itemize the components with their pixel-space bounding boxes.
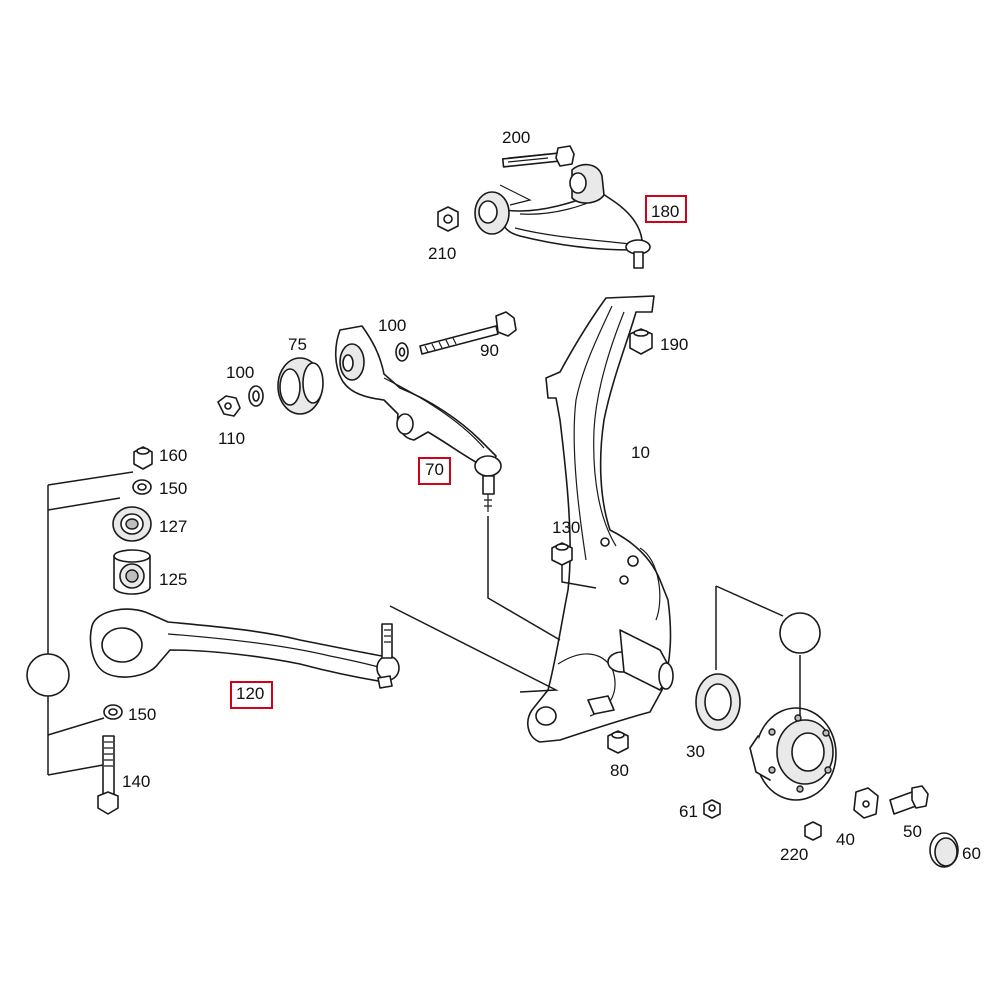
label-180: 180	[651, 202, 679, 221]
washer-150-bottom	[103, 704, 123, 720]
part-220	[804, 821, 822, 841]
washer-150-top	[132, 479, 152, 495]
nut-130	[551, 542, 573, 566]
part-labels: 200 180 210 190 100 90 75 100 110 70 10 …	[30, 128, 981, 864]
callout-circle-20	[779, 612, 821, 654]
label-30: 30	[686, 742, 705, 761]
bolt-140	[97, 735, 119, 815]
label-50: 50	[903, 822, 922, 841]
wheel-hub-20	[749, 707, 837, 801]
label-150-top: 150	[159, 479, 187, 498]
sensor-40	[853, 787, 879, 819]
label-90: 90	[480, 341, 499, 360]
highlight-box-180	[645, 195, 687, 223]
label-60: 60	[962, 844, 981, 863]
label-140: 140	[122, 772, 150, 791]
callout-circles	[26, 612, 821, 697]
nut-190	[629, 328, 653, 355]
label-210: 210	[428, 244, 456, 263]
bushing-75	[277, 357, 324, 415]
label-127: 127	[159, 517, 187, 536]
label-100-lower: 100	[226, 363, 254, 382]
bushing-127	[112, 506, 152, 542]
highlight-box-120	[230, 681, 273, 709]
highlight-boxes	[230, 195, 687, 709]
bolt-200	[501, 145, 575, 168]
washer-100-right	[395, 342, 409, 362]
label-70: 70	[425, 460, 444, 479]
label-220: 220	[780, 845, 808, 864]
leader-lines	[47, 471, 801, 776]
label-100-upper: 100	[378, 316, 406, 335]
label-110: 110	[218, 429, 245, 448]
nut-61	[703, 799, 721, 819]
label-190: 190	[660, 335, 688, 354]
label-150-bottom: 150	[128, 705, 156, 724]
label-125: 125	[159, 570, 187, 589]
seal-30	[695, 673, 741, 731]
label-130: 130	[552, 518, 580, 537]
label-120: 120	[236, 684, 264, 703]
nut-210	[437, 206, 459, 232]
bolt-90	[419, 311, 517, 355]
label-61: 61	[679, 802, 698, 821]
washer-100-left	[248, 385, 264, 407]
label-160: 160	[159, 446, 187, 465]
label-40: 40	[836, 830, 855, 849]
label-10: 10	[631, 443, 650, 462]
label-200: 200	[502, 128, 530, 147]
control-arm-70	[334, 325, 502, 512]
label-75: 75	[288, 335, 307, 354]
nut-160	[133, 446, 153, 470]
label-80: 80	[610, 761, 629, 780]
steering-knuckle-10	[527, 295, 674, 743]
nut-110	[217, 395, 241, 417]
callout-circle-170	[26, 653, 70, 697]
cap-60	[929, 832, 959, 868]
highlight-box-70	[418, 457, 451, 485]
bushing-125	[113, 549, 151, 595]
nut-80	[607, 730, 629, 754]
bolt-50	[889, 785, 929, 815]
upper-control-arm-180	[474, 163, 651, 269]
lower-control-arm-120	[89, 608, 400, 689]
